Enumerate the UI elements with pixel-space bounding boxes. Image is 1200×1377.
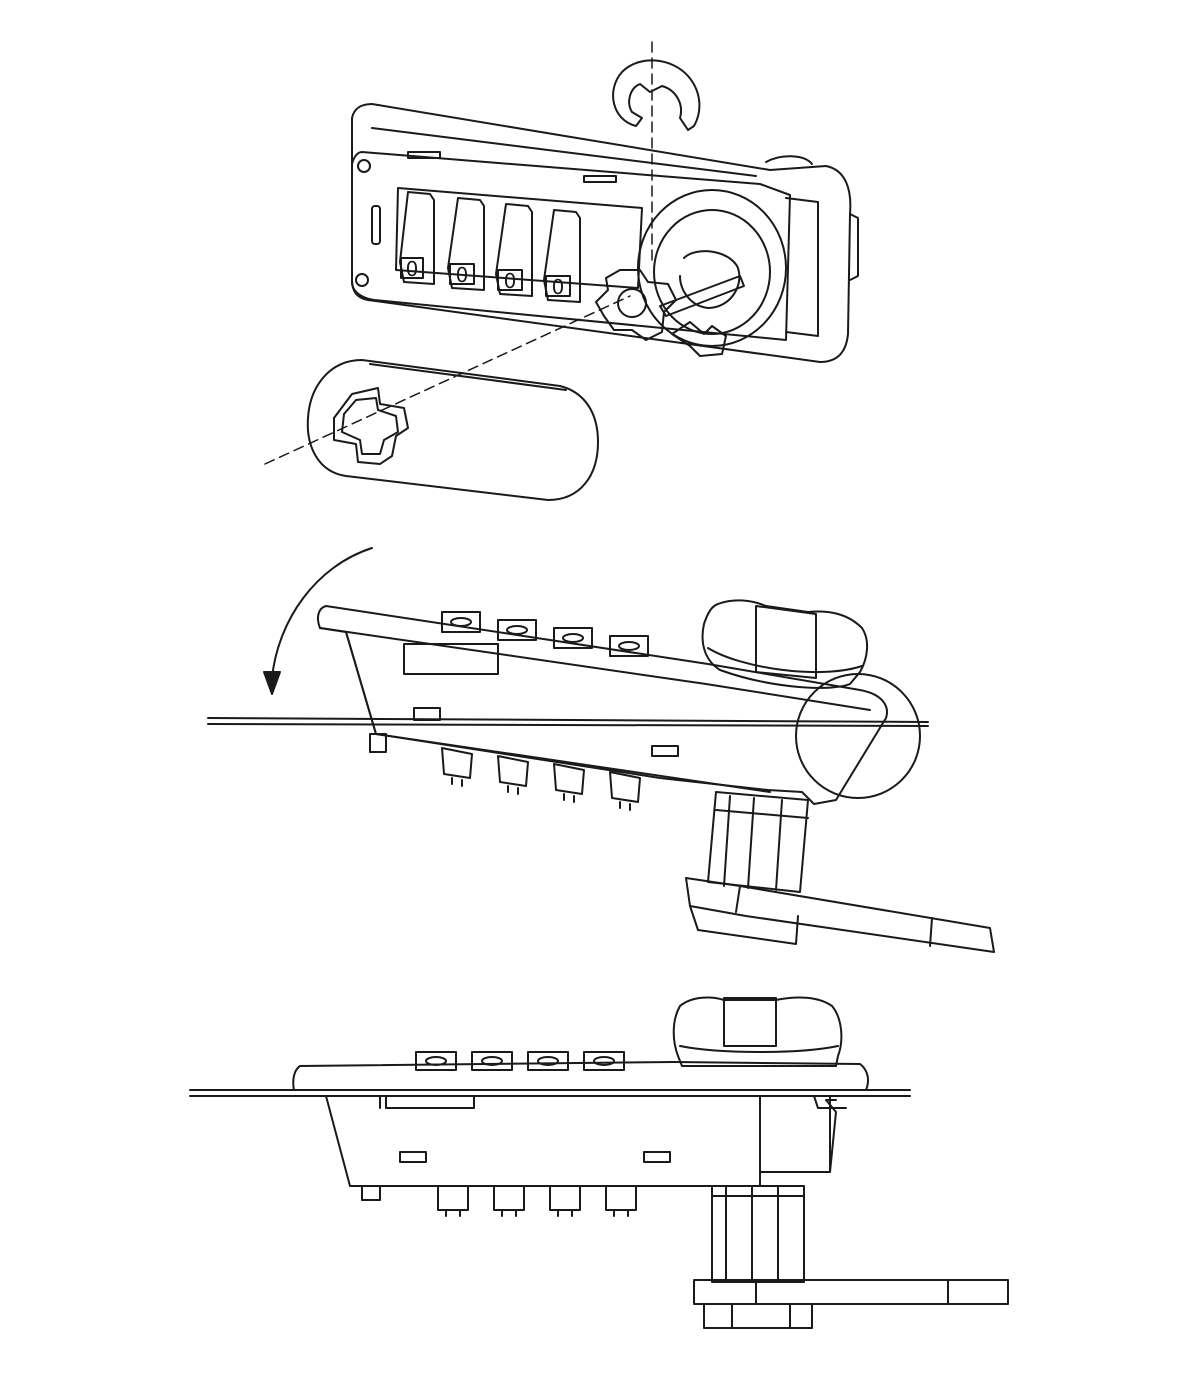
lock-top-edge bbox=[371, 127, 757, 177]
step-2-tilted-insertion bbox=[207, 599, 995, 953]
dial-button-top bbox=[497, 619, 537, 641]
mounting-panel bbox=[207, 717, 929, 723]
side-pin bbox=[369, 733, 387, 753]
top-notch bbox=[583, 175, 617, 183]
knob-rear-boss bbox=[765, 155, 813, 165]
dial-button-top bbox=[609, 635, 649, 657]
cam-nut-mounted bbox=[703, 1303, 813, 1329]
lock-body-mounted bbox=[325, 1095, 837, 1187]
knob-mounted-ridge bbox=[679, 1045, 839, 1053]
diagonal-assembly-axis bbox=[264, 295, 631, 465]
cam-arm-tilted bbox=[685, 877, 995, 953]
side-notch bbox=[399, 1151, 427, 1163]
side-pin bbox=[361, 1185, 381, 1201]
knob-housing-inner bbox=[653, 209, 771, 335]
lock-body-tilted bbox=[317, 605, 888, 805]
dial-button-top bbox=[583, 1051, 625, 1071]
right-side-lug bbox=[785, 197, 859, 337]
dial-pin-bottom bbox=[493, 1185, 525, 1217]
cam-arm-mounted bbox=[693, 1279, 1009, 1305]
dial-button-top bbox=[553, 627, 593, 649]
side-slot bbox=[371, 205, 381, 245]
step-1-exploded-view: 0 0 0 0 bbox=[264, 41, 859, 501]
side-notch bbox=[643, 1151, 671, 1163]
dial-wheel: 0 bbox=[399, 191, 435, 285]
side-notch bbox=[413, 707, 441, 721]
housing-step bbox=[759, 1095, 847, 1173]
knob-mounted bbox=[672, 996, 843, 1067]
dial-slot bbox=[385, 1095, 475, 1109]
mounting-panel-edge bbox=[207, 723, 929, 727]
mounting-hole bbox=[355, 273, 369, 287]
knob-cam bbox=[679, 250, 741, 309]
dial-digit: 0 bbox=[456, 263, 469, 287]
lock-face-mounted bbox=[292, 1061, 869, 1091]
lock-front-frame bbox=[351, 151, 791, 341]
rotate-arrow-curve bbox=[271, 547, 373, 679]
mounting-hole bbox=[357, 159, 371, 173]
dial-pin-bottom bbox=[609, 771, 641, 811]
tilt-pivot-highlight bbox=[795, 673, 921, 799]
cam-nut-tilted bbox=[689, 905, 799, 945]
dial-wheel: 0 bbox=[495, 203, 533, 297]
knob-mounted-grip bbox=[723, 997, 777, 1047]
dial-wheel: 0 bbox=[543, 209, 581, 303]
knob-housing-outer bbox=[637, 189, 787, 347]
dial-pin-bottom bbox=[549, 1185, 581, 1217]
spindle-center bbox=[617, 288, 647, 318]
lock-back-plate bbox=[351, 103, 852, 363]
knob-tilted-ridge bbox=[707, 647, 863, 674]
dial-pin-bottom bbox=[553, 763, 585, 803]
dial-pin-bottom bbox=[437, 1185, 469, 1217]
spindle-shaft-mounted bbox=[711, 1185, 805, 1283]
knob-tilted-grip bbox=[755, 605, 817, 679]
dial-digit: 0 bbox=[552, 275, 565, 299]
knob-cover-edge bbox=[369, 363, 567, 391]
lock-body-top-rim bbox=[319, 627, 871, 711]
dial-wheel: 0 bbox=[447, 197, 485, 291]
dial-button-top bbox=[415, 1051, 457, 1071]
dial-digit: 0 bbox=[406, 257, 419, 281]
spindle-star bbox=[595, 269, 677, 341]
knob-spindle-cross bbox=[671, 321, 727, 357]
top-notch bbox=[407, 151, 441, 159]
step-3-mounted bbox=[189, 996, 1009, 1329]
rotate-arrow-head bbox=[263, 671, 281, 695]
dial-button-top bbox=[441, 611, 481, 633]
knob-cover bbox=[306, 359, 599, 501]
dial-button-top bbox=[471, 1051, 513, 1071]
e-clip bbox=[612, 59, 701, 131]
dial-window bbox=[395, 187, 643, 289]
dial-digit: 0 bbox=[504, 269, 517, 293]
dial-pin-bottom bbox=[497, 755, 529, 795]
dial-slot bbox=[403, 643, 499, 675]
dial-pin-bottom bbox=[605, 1185, 637, 1217]
side-notch bbox=[651, 745, 679, 757]
dial-button-top bbox=[527, 1051, 569, 1071]
rotate-arrow bbox=[263, 547, 373, 695]
knob-cover-star-inner bbox=[341, 397, 399, 455]
spindle-shaft-tilted bbox=[707, 791, 809, 893]
dial-pin-bottom bbox=[441, 747, 473, 787]
knob-cover-star-socket bbox=[333, 387, 409, 465]
